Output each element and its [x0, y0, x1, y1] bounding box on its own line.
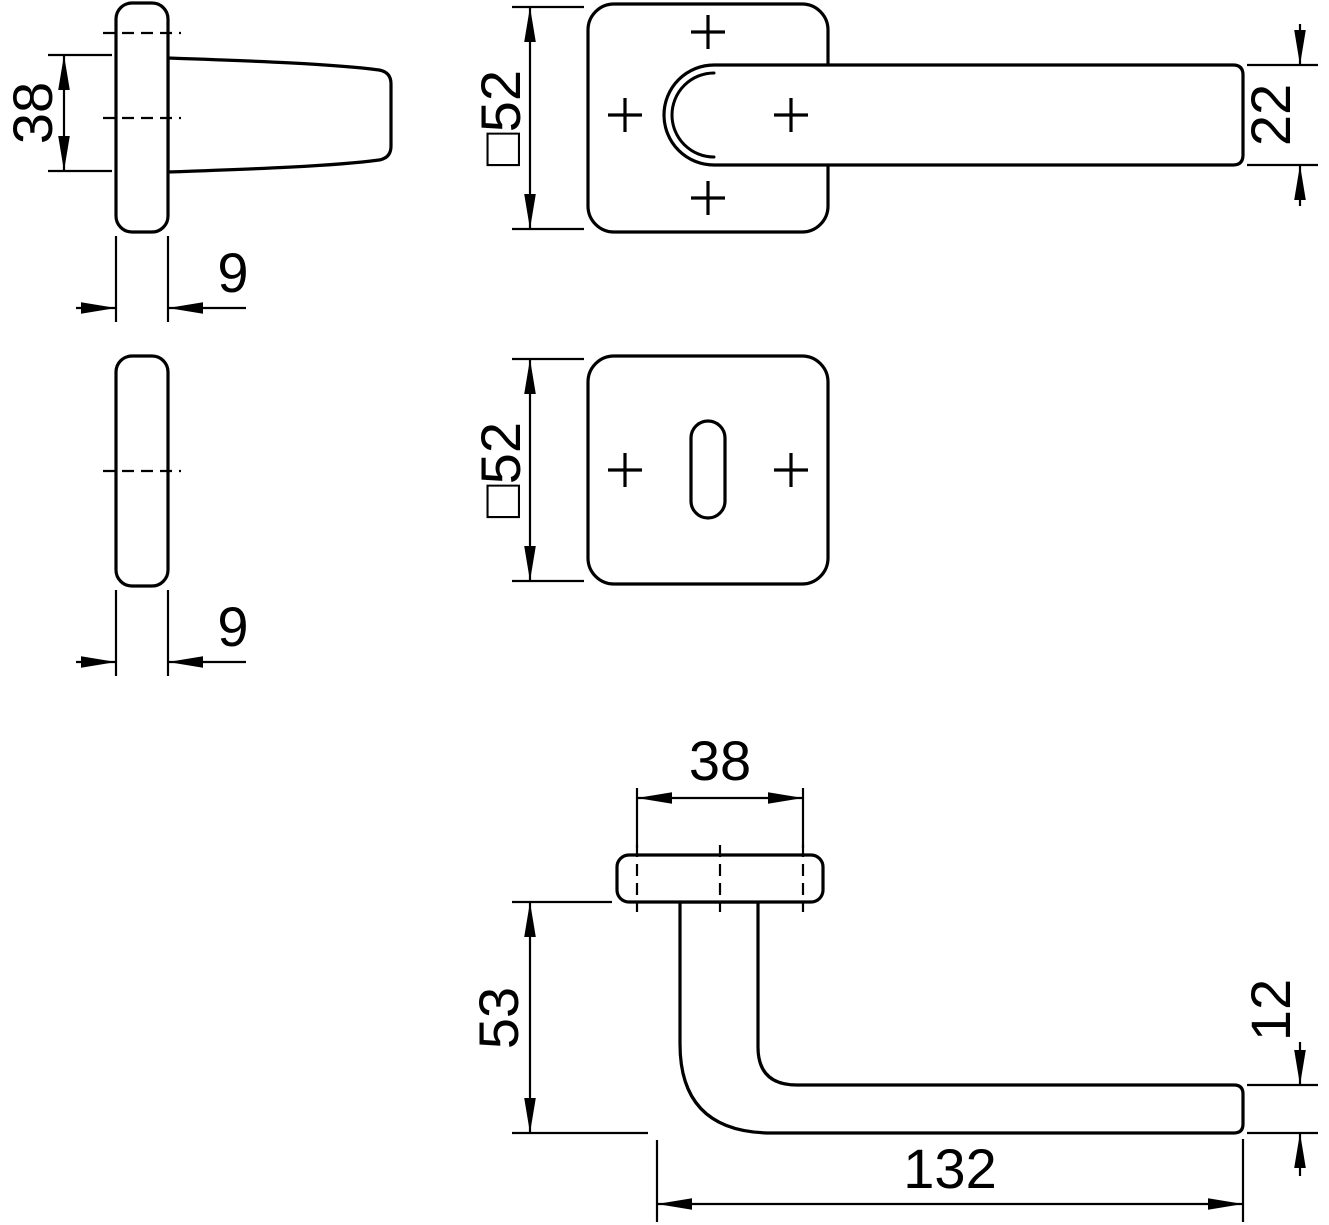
lever-front-view: □52 22 — [469, 2, 1318, 234]
dimension-screw-spacing-38: 38 — [635, 729, 805, 848]
dimension-key-rose-thickness-9: 9 — [76, 590, 249, 676]
lever-top-outline — [678, 900, 1245, 1135]
dim-label-9: 9 — [217, 241, 248, 304]
dimension-key-rose-size-52: □52 — [469, 357, 584, 583]
lever-side-view: 38 9 — [1, 1, 393, 322]
dim-label-53: 53 — [467, 987, 530, 1049]
dim-label-9: 9 — [217, 595, 248, 658]
dim-label-22: 22 — [1239, 84, 1302, 146]
screw-hole-cross-bottom — [691, 181, 725, 215]
dim-label-38: 38 — [1, 82, 64, 144]
key-rose-front-view: □52 — [469, 354, 830, 586]
dim-label-square52: □52 — [469, 422, 532, 518]
screw-hole-cross-left — [608, 98, 642, 132]
dimension-projection-53: 53 — [467, 900, 648, 1135]
lever-grip-profile — [166, 56, 393, 174]
dimension-lever-thickness-12: 12 — [1239, 979, 1318, 1176]
lever-handle-front — [662, 63, 1245, 167]
dim-label-square52: □52 — [469, 70, 532, 166]
lever-neck-inner-arc — [670, 71, 716, 159]
dimension-lever-length-132: 132 — [655, 1137, 1245, 1222]
dimension-grip-width-38: 38 — [1, 53, 112, 173]
keyhole-slot — [689, 419, 727, 520]
dimension-rose-size-52: □52 — [469, 5, 584, 231]
screw-hole-cross-top — [691, 15, 725, 49]
key-rose-side-view: 9 — [76, 354, 249, 676]
dim-label-132: 132 — [903, 1137, 996, 1200]
dim-label-12: 12 — [1239, 979, 1302, 1041]
dimension-rose-thickness-9: 9 — [76, 236, 249, 322]
screw-hole-cross-right — [774, 453, 808, 487]
dim-label-38: 38 — [689, 729, 751, 792]
screw-hole-cross-left — [608, 453, 642, 487]
lever-top-view: 38 53 12 132 — [467, 729, 1318, 1222]
dimension-lever-height-22: 22 — [1239, 24, 1318, 206]
screw-hole-cross-right — [774, 98, 808, 132]
